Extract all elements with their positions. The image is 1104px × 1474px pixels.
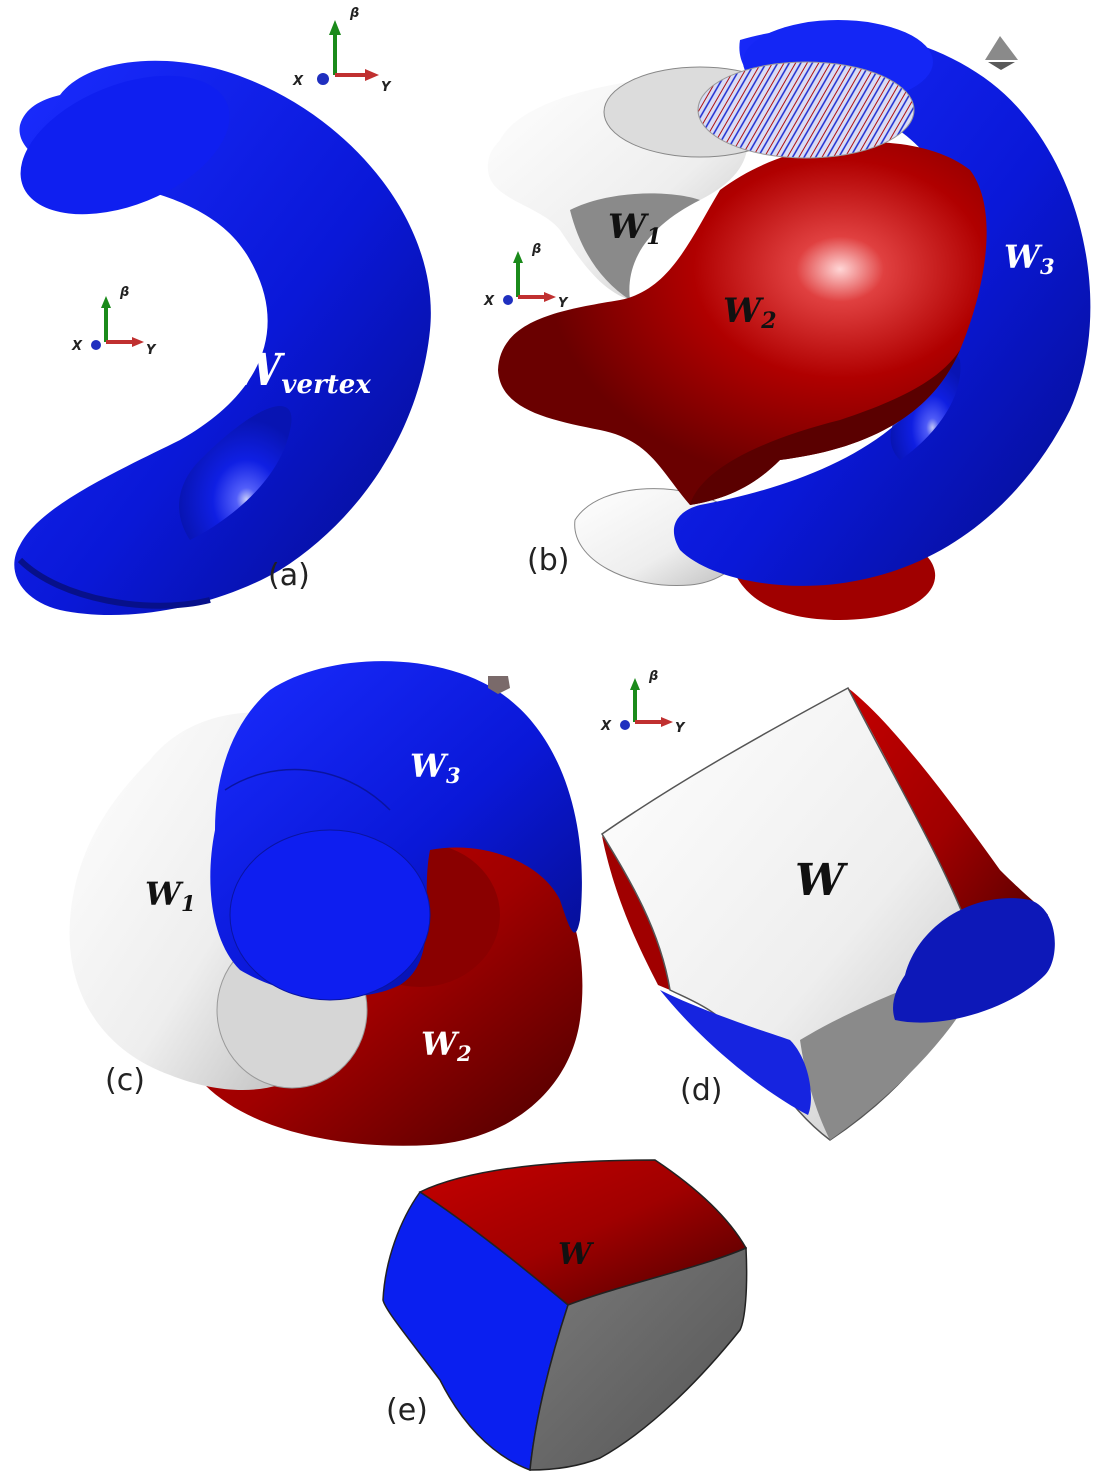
panel-d: β X Y W (d) bbox=[600, 669, 1055, 1140]
panel-label-a: (a) bbox=[268, 558, 310, 593]
panel-label-b: (b) bbox=[527, 543, 569, 578]
axes-triad-a-mid: β X Y bbox=[71, 285, 157, 358]
w2-label-main: W bbox=[421, 1025, 460, 1063]
axis-label-x: X bbox=[292, 74, 304, 89]
w3-label-sub: 3 bbox=[446, 763, 461, 788]
axis-label-x: X bbox=[71, 339, 83, 354]
panel-label-e: (e) bbox=[386, 1393, 428, 1428]
w3-label-sub: 3 bbox=[1040, 254, 1055, 279]
axis-label-x: X bbox=[600, 719, 612, 734]
w-vertex-label-main: W bbox=[232, 345, 286, 396]
axis-label-y: Y bbox=[146, 343, 157, 358]
axes-triad-d: β X Y bbox=[600, 669, 686, 736]
intersection-hatch bbox=[698, 62, 914, 158]
w-label-e: W bbox=[558, 1237, 595, 1272]
axis-label-x: X bbox=[483, 294, 495, 309]
w1-label-sub: 1 bbox=[181, 891, 196, 916]
viewer-logo-icon-base bbox=[988, 62, 1015, 70]
panel-a: Wvertex β X Y β X Y (a) bbox=[1, 6, 431, 615]
axes-triad-b: β X Y bbox=[483, 242, 569, 311]
w2-label-main: W bbox=[723, 291, 764, 331]
w1-label-main: W bbox=[608, 207, 649, 247]
axes-triad-a-top: β X Y bbox=[292, 6, 392, 95]
panel-b: β X Y W1 W2 W3 (b) bbox=[483, 20, 1090, 620]
w-label-d: W bbox=[795, 855, 849, 906]
axis-label-z: β bbox=[119, 285, 129, 300]
axis-label-y: Y bbox=[558, 296, 569, 311]
axis-label-y: Y bbox=[675, 721, 686, 736]
panel-c: W1 W2 W3 (c) bbox=[70, 661, 583, 1146]
w-vertex-label-sub: vertex bbox=[281, 370, 371, 400]
axis-label-z: β bbox=[349, 6, 359, 21]
w1-label-sub: 1 bbox=[646, 224, 661, 250]
w2-label-sub: 2 bbox=[760, 308, 776, 334]
w2-label-sub: 2 bbox=[456, 1041, 472, 1066]
panel-e: W (e) bbox=[383, 1160, 747, 1470]
panel-label-d: (d) bbox=[680, 1073, 722, 1108]
viewer-logo-icon bbox=[985, 36, 1018, 60]
w1-label-main: W bbox=[145, 875, 184, 913]
w3-cap-c bbox=[230, 830, 430, 1000]
w3-label-main: W bbox=[1004, 238, 1043, 276]
w3-label-main: W bbox=[410, 747, 449, 785]
panel-label-c: (c) bbox=[105, 1063, 145, 1098]
axis-label-z: β bbox=[531, 242, 541, 257]
axis-label-z: β bbox=[648, 669, 658, 684]
axis-label-y: Y bbox=[381, 80, 392, 95]
